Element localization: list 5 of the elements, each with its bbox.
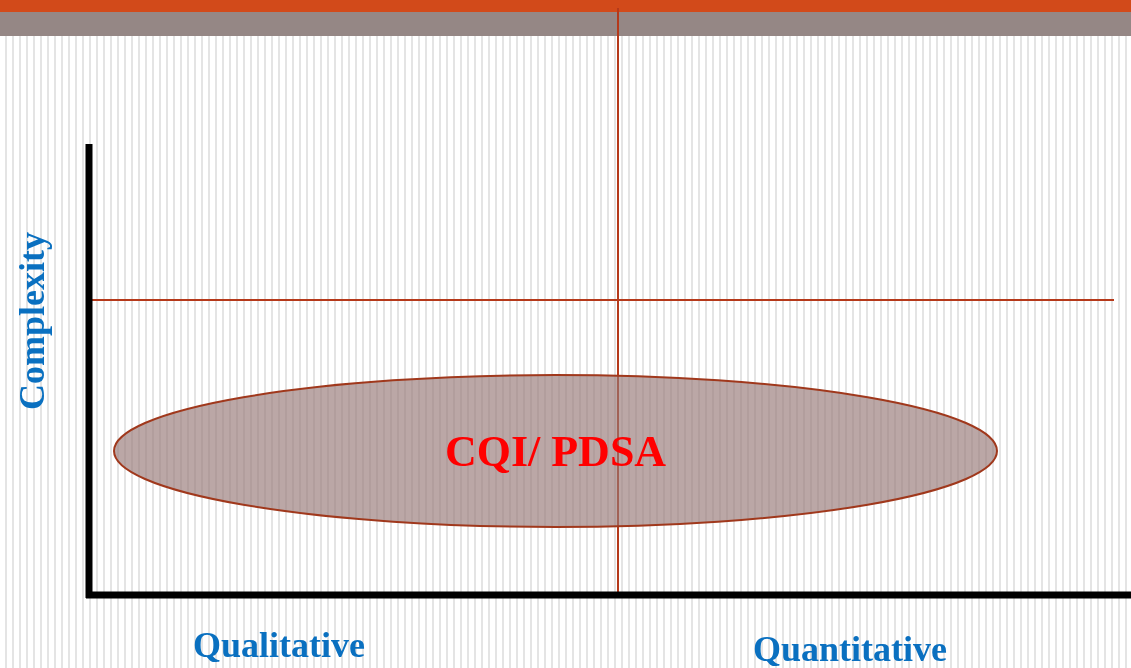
y-axis-label: Complexity	[11, 231, 53, 412]
ellipse-shape	[113, 374, 998, 528]
x-axis-label: Quantitative	[753, 628, 947, 668]
ellipse-label: CQI/ PDSA	[444, 425, 667, 477]
x-axis-label: Qualitative	[193, 624, 365, 666]
